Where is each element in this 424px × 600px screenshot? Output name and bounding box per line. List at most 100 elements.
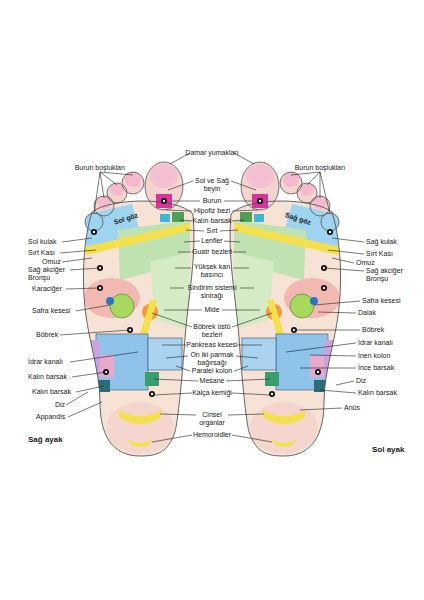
organ-label: Omuz [356,259,375,267]
leader-line [224,241,240,242]
leader-line [291,172,320,175]
leader-line [154,393,192,395]
leader-line [233,252,246,253]
point-marker [149,391,155,397]
organ-label: İnen kolon [358,352,390,360]
leader-line [220,230,238,231]
leader-line [228,414,264,415]
organ-label: Böbrek [36,331,58,339]
toe [107,183,127,203]
leader-line [168,181,193,190]
organ-label: Kalça kemiği [190,389,234,397]
leader-line [70,352,138,362]
leader-line [100,172,104,198]
leader-line [184,241,200,242]
leader-line [307,172,320,185]
leader-line [234,366,248,371]
point-marker [161,198,167,204]
zone-label: Sağ göz [282,211,313,228]
leader-line [94,172,100,214]
liver-zone [84,278,140,318]
organ-label: Safra kesesi [32,307,71,315]
organ-label: Kalın barsak [32,388,71,396]
toe-outline [122,172,144,194]
toe [122,172,144,194]
organ-label: Kalın barsak [358,389,397,397]
leader-line [160,414,196,415]
organ-label: Damar yumakları [172,149,252,157]
toe-outline [94,196,114,216]
leader-line [238,345,262,346]
organ-label: İnce barsak [358,364,394,372]
organ-label: Sol ve Sağ beyin [193,177,231,193]
leader-line [175,268,191,269]
toe-outlines [85,162,183,231]
leader-line [300,368,356,369]
leader-line [100,172,117,185]
leader-line [294,330,360,331]
toe-outline [107,183,127,203]
organ-label: Sırt Kası [28,249,55,257]
toe-outline [145,162,183,210]
organ-label: Sırt [197,227,227,235]
leader-line [286,343,356,352]
point-marker-center [93,231,95,233]
leader-line [318,312,356,313]
point-markers [91,198,167,397]
leader-line [162,345,186,346]
leader-line [332,258,354,263]
genital-zone [118,410,162,424]
organ-label: İdrar kanalı [28,358,63,366]
big-toe [145,162,183,210]
organ-label: Guatr bezleri [189,248,235,256]
leader-line [170,288,184,289]
leader-line [62,258,92,262]
leader-line [176,366,190,371]
organ-label: Anüs [344,404,360,412]
leader-line [100,172,133,175]
leader-line [320,172,321,198]
leader-line [320,172,330,214]
organ-label: Cinsel organlar [195,411,229,427]
leader-line [152,313,192,327]
organ-label: Sağ akciğer Bronşu [28,266,70,282]
organ-label: Kalın barsak [28,373,67,381]
leader-line [314,301,360,305]
organ-label: Kalın barsak [190,217,234,225]
leader-line [222,310,260,311]
leader-line [332,238,364,242]
point-marker [91,229,97,235]
gallbladder-zone [110,294,134,318]
leader-line [76,386,104,392]
leader-line [236,356,258,358]
leader-line [232,220,244,221]
leader-line [232,313,272,327]
organ-label: Sol kulak [28,238,56,246]
back-zone [160,214,170,222]
leader-line [300,408,342,410]
leader-line [172,201,200,202]
organ-label: Böbrek [362,326,384,334]
organ-label: Burun [192,197,232,205]
foot-outline [83,201,194,456]
leader-line [152,435,192,442]
leader-line [224,201,252,202]
organ-label: Sağ kulak [366,238,397,246]
leader-line [233,268,249,269]
leader-line [60,250,96,253]
organ-label: Safra kesesi [362,297,401,305]
organ-label: Appandis [36,413,65,421]
organ-label: Mesane [197,377,227,385]
brain-zone [150,164,178,188]
leader-line [336,381,354,385]
organ-label: Hemoroidler [190,431,234,439]
organ-label: Burun boşlukları [280,164,360,172]
point-marker-center [151,393,153,395]
leader-line [66,288,100,289]
foot-drawing-mirror [230,162,341,456]
hemorrhoid-zone [128,440,152,447]
leader-line [166,210,192,211]
leader-line [240,288,254,289]
